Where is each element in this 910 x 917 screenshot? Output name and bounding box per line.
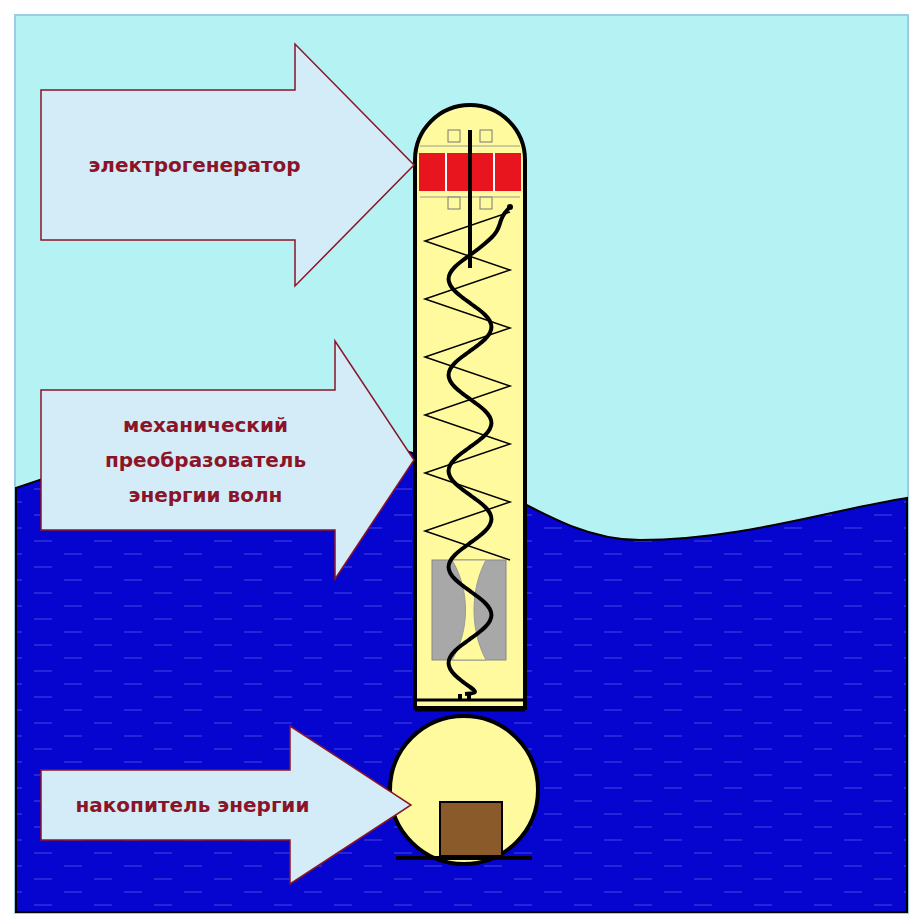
spring <box>425 212 510 560</box>
callout-arrow: механический преобразователь энергии вол… <box>40 340 415 580</box>
tube-bulkhead <box>415 709 525 712</box>
bearing <box>480 197 492 209</box>
bearing <box>448 130 460 142</box>
callout-label: накопитель энергии <box>75 788 309 823</box>
rod-terminal <box>467 694 471 700</box>
callout-text-box: механический преобразователь энергии вол… <box>40 390 371 530</box>
guide-block <box>432 560 506 660</box>
buoy-tube <box>415 105 525 708</box>
callout-text-box: электрогенератор <box>40 90 349 240</box>
sky <box>15 15 908 913</box>
screw-rod <box>449 207 510 694</box>
callout-label: механический преобразователь энергии вол… <box>91 408 321 513</box>
storage-sphere <box>390 716 538 864</box>
callout-arrow: электрогенератор <box>40 43 415 287</box>
block-arrow <box>41 726 411 884</box>
guide-channel <box>452 560 486 660</box>
generator-shaft <box>468 130 472 268</box>
callout-label: электрогенератор <box>88 148 300 183</box>
bearing <box>480 130 492 142</box>
battery-box <box>440 802 502 856</box>
bearing <box>448 197 460 209</box>
block-arrow <box>41 341 414 579</box>
callout-arrow: накопитель энергии <box>40 725 412 885</box>
block-arrow <box>41 44 414 286</box>
rod-anchor <box>507 204 513 210</box>
mechanical-converter <box>425 207 510 694</box>
callout-text-box: накопитель энергии <box>40 770 345 840</box>
rod-terminal <box>458 694 462 700</box>
generator-slot <box>445 153 447 191</box>
generator-slot <box>493 153 495 191</box>
